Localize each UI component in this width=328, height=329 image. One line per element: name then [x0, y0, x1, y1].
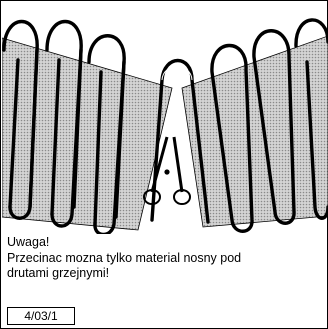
figure-code: 4/03/1 — [7, 307, 75, 325]
heating-mat-diagram — [2, 2, 328, 234]
warning-text-line-2: drutami grzejnymi! — [7, 266, 323, 282]
warning-heading: Uwaga! — [7, 235, 323, 251]
warning-text-line-1: Przecinac mozna tylko material nosny pod — [7, 251, 323, 267]
warning-caption: Uwaga! Przecinac mozna tylko material no… — [7, 235, 323, 282]
